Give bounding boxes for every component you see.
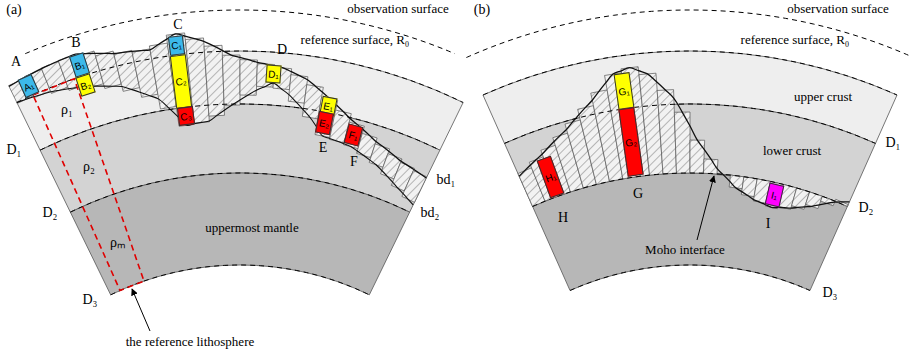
interface-arc [570,265,810,291]
prism-block: H₁ [537,155,565,198]
figure-label: H [558,210,568,225]
block-label: E₂ [319,117,331,130]
block-label: G₂ [625,136,638,149]
prism-block: C₁ [168,35,185,56]
figure-label: bd₂ [421,205,440,220]
figure-label: G [633,186,643,201]
prism [240,60,257,96]
interface-arc [505,104,876,143]
block-label: B₂ [79,79,92,93]
interface-arc [483,51,897,95]
block-label: C₃ [179,110,192,122]
prism [729,175,744,189]
prism-block: C₃ [176,106,194,126]
figure-label: upper crust [794,90,852,104]
interface-arc [533,173,848,206]
figure-label: C [173,17,182,32]
prism [657,90,676,174]
prism-block: G₂ [619,107,644,177]
prism-block: D₁ [266,65,282,84]
section-a [17,51,463,295]
prism-block: A₁ [18,74,40,98]
block-label: D₁ [268,68,279,80]
section-b [483,51,897,291]
figure-label: the reference lithosphere [126,335,254,349]
figure-label: D₂ [859,200,874,215]
prism [222,55,240,105]
boundary-curve [9,34,426,178]
figure-label: B [71,35,80,50]
prism-block: C₂ [170,54,192,109]
block-label: H₁ [544,170,558,184]
block-label: E₁ [322,99,334,112]
figure-label: reference surface, R₀ [741,33,850,47]
interface-arc [40,104,440,150]
prism-block: B₂ [76,74,96,98]
prism [835,199,848,206]
block-label: B₁ [73,59,86,73]
figure-label: lower crust [763,144,821,158]
prism-block: F₁ [344,123,364,146]
block-label: G₁ [618,84,631,96]
figure-label: D₁ [7,142,22,157]
boundary-curve [519,68,849,208]
block-label: F₁ [348,128,360,141]
prism-block: G₁ [614,72,635,110]
prism-block: I₁ [765,182,785,207]
layer-band [533,173,848,291]
figure-label: D₂ [43,205,58,220]
figure-label: F [350,154,358,169]
reference-column [33,79,144,291]
leader-arrow [132,289,150,331]
prism [690,140,705,173]
figure-label: ρ₁ [61,102,73,117]
figure-label: reference surface, R₀ [301,33,410,47]
figure-label: (b) [474,2,490,17]
block-label: A₁ [22,79,36,93]
block-label: C₁ [171,39,183,51]
figure-label: Moho interface [645,243,725,257]
observation-arc [466,10,911,58]
figure-label: (a) [6,2,22,17]
interface-arc [111,265,370,295]
figure-label: A [11,54,21,69]
figure-label: bd₁ [437,172,456,187]
figure-label: ρ₂ [83,159,95,174]
figure-label: D₃ [823,285,838,300]
interface-arc [70,173,409,212]
observation-arc [25,10,455,54]
prism-columns [9,33,849,210]
layer-band [70,173,409,295]
boundary-curve [17,83,413,205]
prism-block: E₂ [315,111,334,135]
leader-arrow [697,176,714,240]
figure-label: D [277,42,287,57]
figure-label: ρₘ [110,235,126,250]
figure-label: D₃ [83,292,98,307]
figure-label: D₁ [886,135,901,150]
block-label: I₁ [770,189,778,201]
figure-label: E [319,140,328,155]
figure-label: observation surface [787,2,888,16]
figure-label: observation surface [347,2,448,16]
figure-label: uppermost mantle [205,221,299,235]
figure-label: I [766,216,771,231]
interface-arc [17,51,463,103]
block-label: C₂ [175,75,187,87]
